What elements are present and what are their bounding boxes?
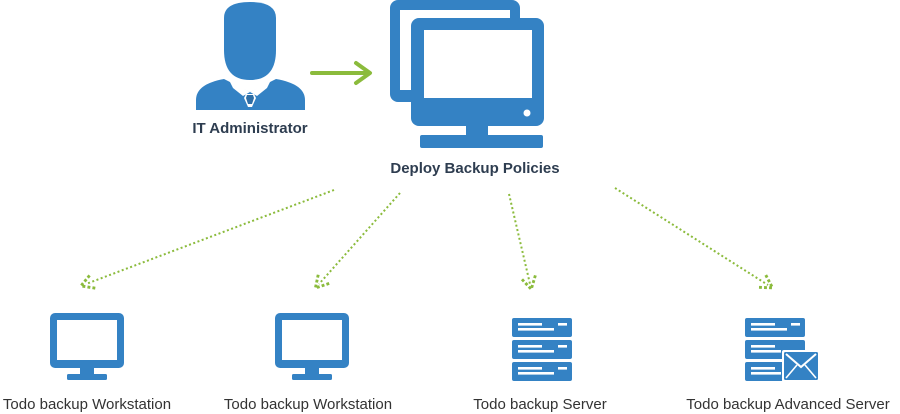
arrow-to-client-4 bbox=[614, 187, 768, 285]
monitor-icon bbox=[275, 313, 349, 380]
client-label: Todo backup Server bbox=[473, 396, 607, 413]
client-label: Todo backup Workstation bbox=[223, 396, 393, 413]
console-label: Deploy Backup Policies bbox=[390, 160, 560, 177]
arrow-to-client-3 bbox=[508, 193, 530, 284]
dual-monitor-icon bbox=[390, 0, 544, 148]
admin-to-console-arrow bbox=[310, 61, 372, 85]
admin-label: IT Administrator bbox=[192, 120, 308, 137]
arrow-to-client-2 bbox=[319, 192, 401, 284]
client-label: Todo backup Workstation bbox=[2, 396, 172, 413]
monitor-icon bbox=[50, 313, 124, 380]
arrow-to-client-1 bbox=[86, 189, 335, 284]
user-tie-icon bbox=[196, 2, 305, 110]
deploy-arrows bbox=[86, 187, 768, 285]
client-label: Todo backup Advanced Server bbox=[686, 396, 890, 413]
server-mail-icon bbox=[745, 318, 820, 382]
server-icon bbox=[512, 318, 572, 381]
